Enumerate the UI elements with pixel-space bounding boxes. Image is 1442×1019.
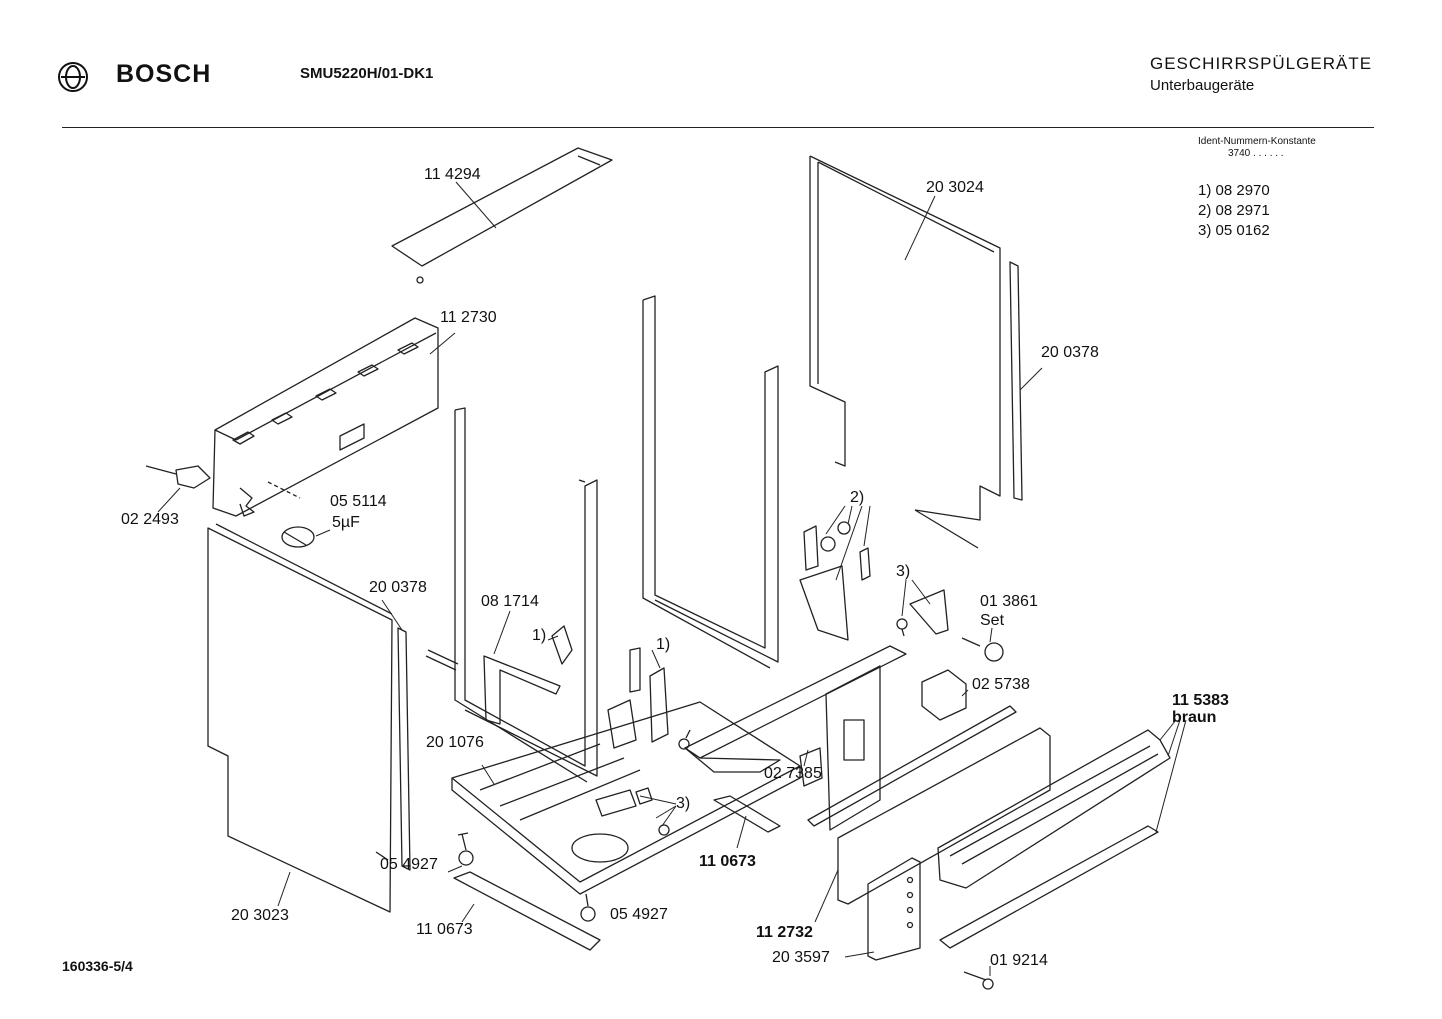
label-rail-bottom: 11 0673: [416, 921, 473, 938]
label-capacitor-value: 5µF: [332, 514, 360, 531]
top-strip-part: [392, 148, 612, 283]
clamp-part: [146, 466, 210, 488]
brand-name: BOSCH: [116, 60, 212, 88]
label-capacitor: 05 5114: [330, 493, 387, 510]
left-side-panel-part: [208, 524, 392, 912]
base-tub-part: [452, 702, 800, 894]
label-kickplate: 11 5383: [1172, 692, 1229, 709]
label-note-3b: 3): [676, 795, 691, 812]
label-top-strip: 11 4294: [424, 166, 481, 183]
rail-assembly-part: [685, 646, 906, 830]
label-right-side-panel: 20 3024: [926, 179, 984, 196]
label-part-027385: 02 7385: [764, 765, 822, 782]
control-panel-part: [213, 318, 438, 516]
label-base-tub: 20 1076: [426, 734, 484, 751]
label-end-bracket: 20 3597: [772, 949, 830, 966]
seal-strip-right-part: [1010, 262, 1022, 500]
right-side-panel-part: [810, 156, 1000, 548]
page-subtitle: Unterbaugeräte: [1150, 77, 1255, 94]
frame-right-part: [643, 296, 778, 668]
capacitor-part: [240, 482, 314, 547]
label-screw-bottom: 01 9214: [990, 952, 1048, 969]
label-module: 02 5738: [972, 676, 1030, 693]
label-rail-mid: 11 0673: [699, 853, 756, 870]
label-note-2: 2): [850, 489, 865, 506]
front-panel-part: [838, 728, 1050, 904]
screw-bottom-part: [964, 972, 993, 989]
header-divider: [62, 127, 1374, 128]
kickplate-part: [938, 730, 1170, 888]
ident-ref-1: 1) 08 2970: [1198, 182, 1270, 199]
label-note-1b: 1): [656, 636, 671, 653]
ident-value: 3740 . . . . . .: [1228, 148, 1284, 159]
parts-2-group: [800, 522, 870, 640]
label-foot-left: 05 4927: [380, 856, 438, 873]
bosch-logo-icon: [56, 60, 90, 99]
bracket-1-part: [484, 626, 668, 748]
seal-strip-left-part: [398, 628, 410, 870]
parts-3-group: [897, 590, 948, 636]
label-control-panel: 11 2730: [440, 309, 497, 326]
label-set: Set: [980, 612, 1005, 629]
small-parts-3-group: [596, 730, 690, 835]
label-seal-strip-left: 20 0378: [369, 579, 427, 596]
long-rail-part: [808, 706, 1016, 826]
rod-part: [426, 650, 458, 670]
ident-heading: Ident-Nummern-Konstante: [1198, 136, 1316, 147]
bottom-trim-part: [940, 826, 1158, 948]
page-title: GESCHIRRSPÜLGERÄTE: [1150, 54, 1373, 73]
label-front-panel: 11 2732: [756, 924, 813, 941]
label-bracket: 08 1714: [481, 593, 539, 610]
label-clamp: 02 2493: [121, 511, 179, 528]
end-bracket-part: [868, 858, 920, 960]
ident-ref-2: 2) 08 2971: [1198, 202, 1270, 219]
foot-left-part: [458, 833, 473, 865]
label-foot-bottom: 05 4927: [610, 906, 668, 923]
bottom-rail-mid-part: [714, 796, 780, 832]
label-note-1a: 1): [532, 627, 547, 644]
frame-left-part: [455, 408, 597, 782]
label-seal-strip-right: 20 0378: [1041, 344, 1099, 361]
label-kickplate-color: braun: [1172, 709, 1217, 726]
model-number: SMU5220H/01-DK1: [300, 65, 434, 82]
label-screw-set: 01 3861: [980, 593, 1038, 610]
label-left-side-panel: 20 3023: [231, 907, 289, 924]
module-part: [922, 670, 966, 720]
foot-bottom-part: [581, 894, 595, 921]
screw-set-part: [962, 638, 1003, 661]
ident-ref-3: 3) 05 0162: [1198, 222, 1270, 239]
drawing-number: 160336-5/4: [62, 958, 133, 974]
label-note-3a: 3): [896, 563, 911, 580]
bottom-rail-left-part: [454, 872, 600, 950]
leader-lines: [158, 182, 1186, 976]
